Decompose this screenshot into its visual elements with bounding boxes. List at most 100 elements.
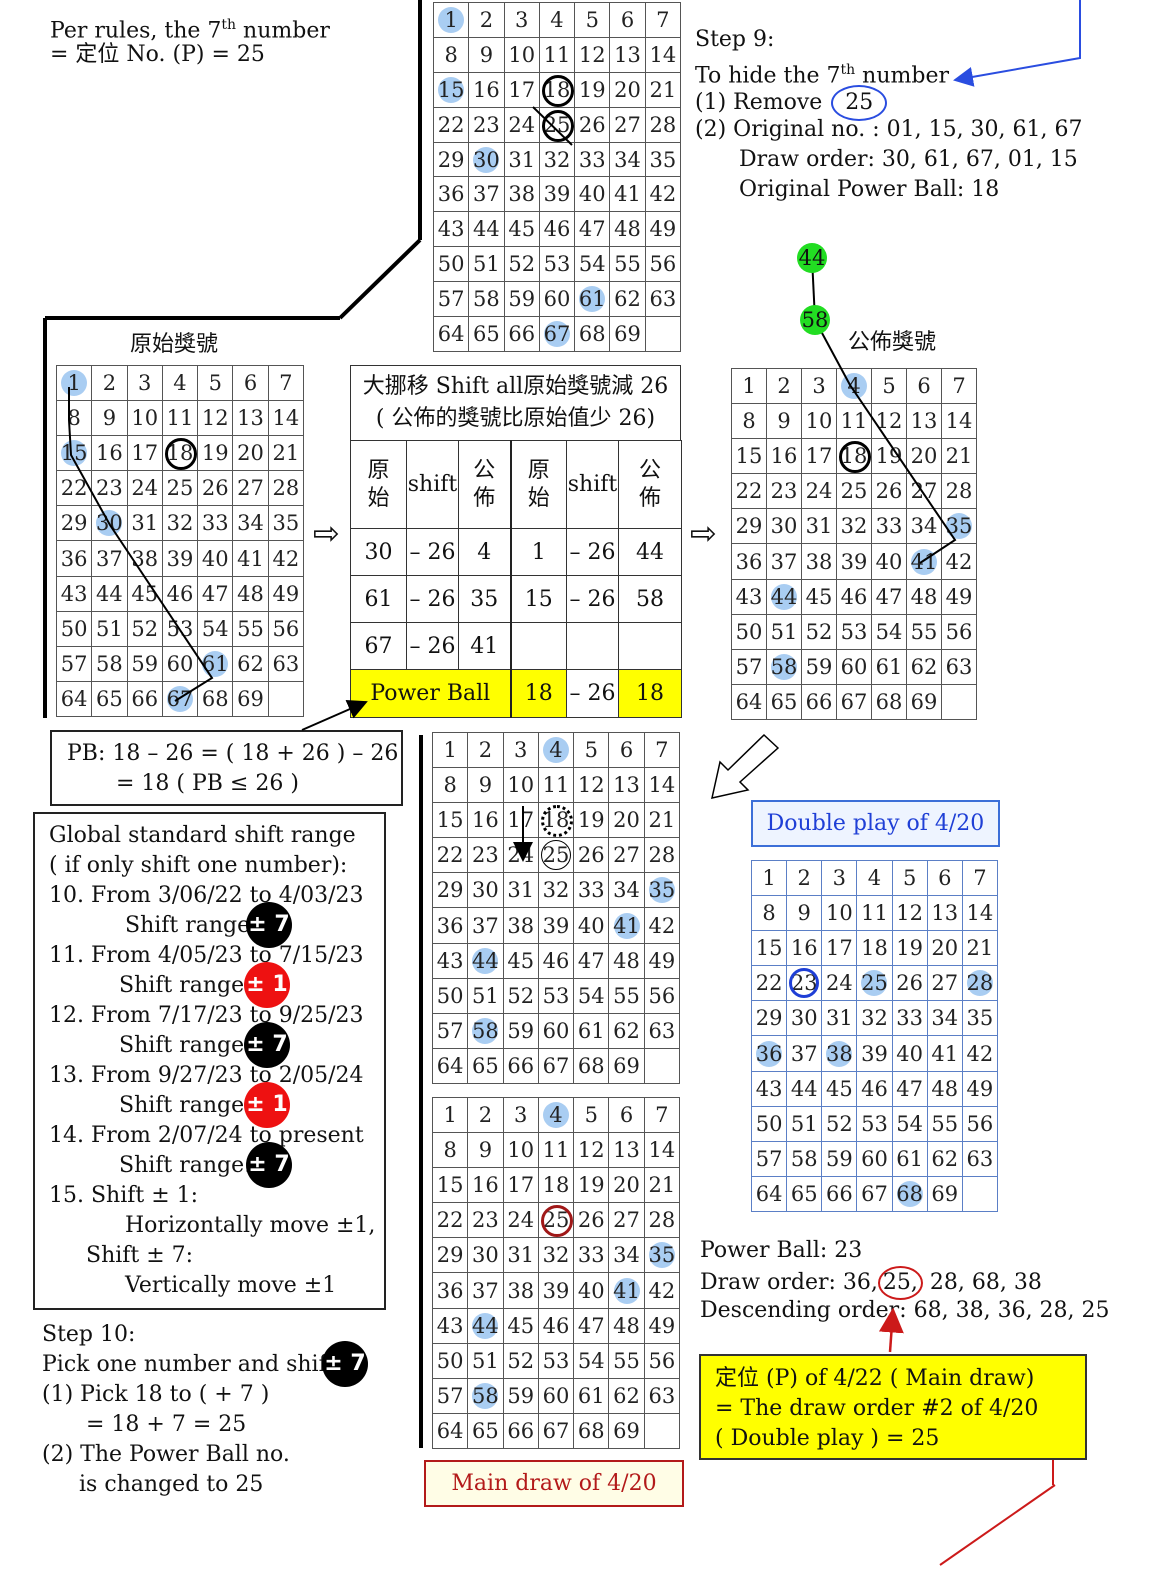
grid-number: 26	[896, 971, 923, 996]
grid-number: 27	[931, 971, 959, 996]
grid-cell-63: 63	[643, 1012, 681, 1049]
grid-number: 28	[648, 1208, 676, 1233]
grid-number: 23	[790, 971, 818, 996]
grid-cell-21: 21	[961, 930, 999, 967]
grid-number: 47	[577, 1313, 605, 1338]
grid-number: 31	[508, 147, 536, 172]
grid-number: 46	[166, 581, 194, 606]
grid-number: 27	[613, 843, 640, 868]
grid-cell-32: 32	[161, 505, 199, 542]
power-ball-row: Power Ball 18 – 26 18	[350, 669, 682, 718]
grid-cell-68: 68	[891, 1175, 928, 1213]
grid-cell-64: 64	[55, 680, 93, 718]
grid-number: 11	[861, 901, 888, 926]
grid-number: 13	[613, 1138, 640, 1163]
grid-cell-11: 11	[856, 895, 893, 932]
grid-number: 38	[805, 549, 833, 574]
grid-cell-39: 39	[856, 1035, 893, 1072]
grid-number: 40	[201, 546, 229, 571]
grid-number: 10	[805, 409, 833, 434]
grid-number: 23	[96, 476, 123, 501]
grid-cell-35: 35	[643, 872, 681, 909]
grid-cell-55: 55	[609, 246, 646, 283]
grid-number: 10	[825, 901, 853, 926]
hollow-arrow	[711, 733, 780, 799]
grid-cell-58: 58	[467, 1377, 504, 1414]
grid-number: 24	[507, 1208, 535, 1233]
grid-number: 28	[649, 112, 677, 137]
col-header-shift: shift	[406, 440, 459, 529]
global-l12: Shift range:	[119, 1153, 252, 1178]
grid-cell-29: 29	[431, 1237, 469, 1274]
grid-cell-61: 61	[573, 1377, 610, 1414]
grid-cell-32: 32	[836, 508, 872, 545]
grid-cell-40: 40	[573, 907, 610, 944]
grid-cell-28: 28	[643, 1202, 681, 1239]
grid-cell-48: 48	[906, 578, 942, 615]
grid-cell-22: 22	[431, 837, 469, 874]
grid-cell-3: 3	[801, 367, 837, 405]
grid-number: 47	[896, 1076, 923, 1101]
grid-number: 41	[614, 182, 641, 207]
badge-shift-7-c: ± 7	[246, 1142, 292, 1188]
grid-number: 50	[436, 1348, 464, 1373]
grid-cell-64: 64	[432, 316, 470, 352]
grid-number: 61	[896, 1146, 923, 1171]
grid-number: 45	[805, 584, 833, 609]
grid-cell-10: 10	[821, 895, 858, 932]
grid-number: 16	[770, 444, 798, 469]
grid-cell-1: 1	[731, 367, 767, 405]
grid-number: 34	[613, 878, 640, 903]
grid-cell-66: 66	[502, 1412, 539, 1450]
grid-cell-19: 19	[574, 71, 611, 108]
grid-number: 28	[648, 843, 676, 868]
grid-cell-18: 18	[161, 435, 199, 472]
grid-cell-26: 26	[871, 473, 907, 510]
grid-cell-40: 40	[573, 1272, 610, 1309]
dp-draw-order: Draw order: 36,25, 28, 68, 38	[700, 1266, 1042, 1300]
grid-number: 39	[542, 1278, 570, 1303]
grid-number: 46	[861, 1076, 888, 1101]
grid-cell-16: 16	[786, 930, 823, 967]
col-header-shift-2: shift	[566, 440, 619, 529]
grid-number: 36	[436, 913, 464, 938]
grid-cell-48: 48	[609, 211, 646, 248]
grid-number: 1	[742, 374, 756, 399]
grid-number: 31	[825, 1006, 853, 1031]
grid-number: 40	[577, 913, 605, 938]
grid-cell-28: 28	[267, 470, 305, 507]
grid-cell-54: 54	[871, 613, 907, 650]
grid-cell-2: 2	[467, 731, 504, 769]
badge-shift-7-a: ± 7	[246, 902, 292, 948]
grid-number: 45	[825, 1076, 853, 1101]
grid-cell-6: 6	[926, 859, 963, 897]
grid-cell-8: 8	[431, 1132, 469, 1169]
grid-number: 26	[875, 479, 903, 504]
grid-cell-37: 37	[467, 1272, 504, 1309]
grid-cell-47: 47	[574, 211, 611, 248]
cell	[509, 622, 567, 670]
grid-number: 20	[613, 808, 640, 833]
grid-cell-39: 39	[836, 543, 872, 580]
grid-number: 14	[648, 773, 676, 798]
grid-number: 6	[619, 738, 634, 763]
grid-number: 50	[437, 252, 465, 277]
grid-number: 50	[436, 983, 464, 1008]
grid-cell-57: 57	[750, 1140, 788, 1177]
grid-number: 37	[790, 1041, 818, 1066]
grid-number: 41	[931, 1041, 959, 1066]
step9-line1: To hide the 7th number	[695, 62, 949, 89]
grid-cell-11: 11	[161, 400, 199, 437]
grid-number: 21	[648, 808, 676, 833]
grid-number: 24	[825, 971, 853, 996]
grid-number: 59	[507, 1383, 535, 1408]
grid-cell-13: 13	[608, 1132, 645, 1169]
grid-cell-15: 15	[431, 1167, 469, 1204]
